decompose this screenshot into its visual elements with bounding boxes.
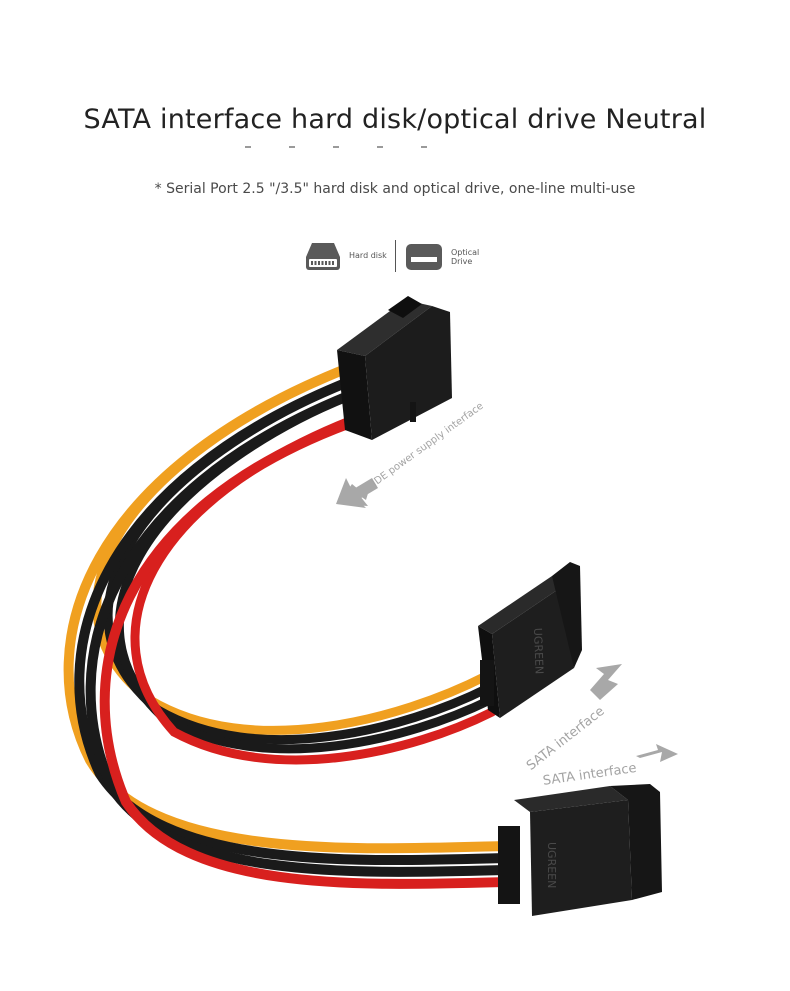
ide-molex-connector [337,296,452,440]
page-title: SATA interface hard disk/optical drive N… [83,104,707,135]
hard-disk-label: Hard disk [349,251,387,260]
svg-text:UGREEN: UGREEN [545,842,558,888]
optical-drive-label: Optical Drive [451,248,480,266]
title-ghost-line [245,146,505,152]
arrow-sata-lower-icon [636,744,678,762]
annotation-arrows [336,478,678,762]
sata-connector-upper: UGREEN [478,562,582,718]
arrow-sata-upper-icon [590,664,622,700]
device-divider [395,240,396,272]
sata-splitter-cable-photo: UGREEN UGREEN [63,296,678,916]
device-legend: Hard disk Optical Drive [300,238,500,274]
optical-drive-icon [406,244,442,270]
arrow-ide-tail-icon [336,478,378,508]
svg-text:UGREEN: UGREEN [531,628,546,675]
hard-disk-icon [306,243,340,270]
cable-bundle-lower [63,363,511,889]
sata-connector-lower: UGREEN [498,784,662,916]
subtitle: * Serial Port 2.5 "/3.5" hard disk and o… [154,181,636,197]
